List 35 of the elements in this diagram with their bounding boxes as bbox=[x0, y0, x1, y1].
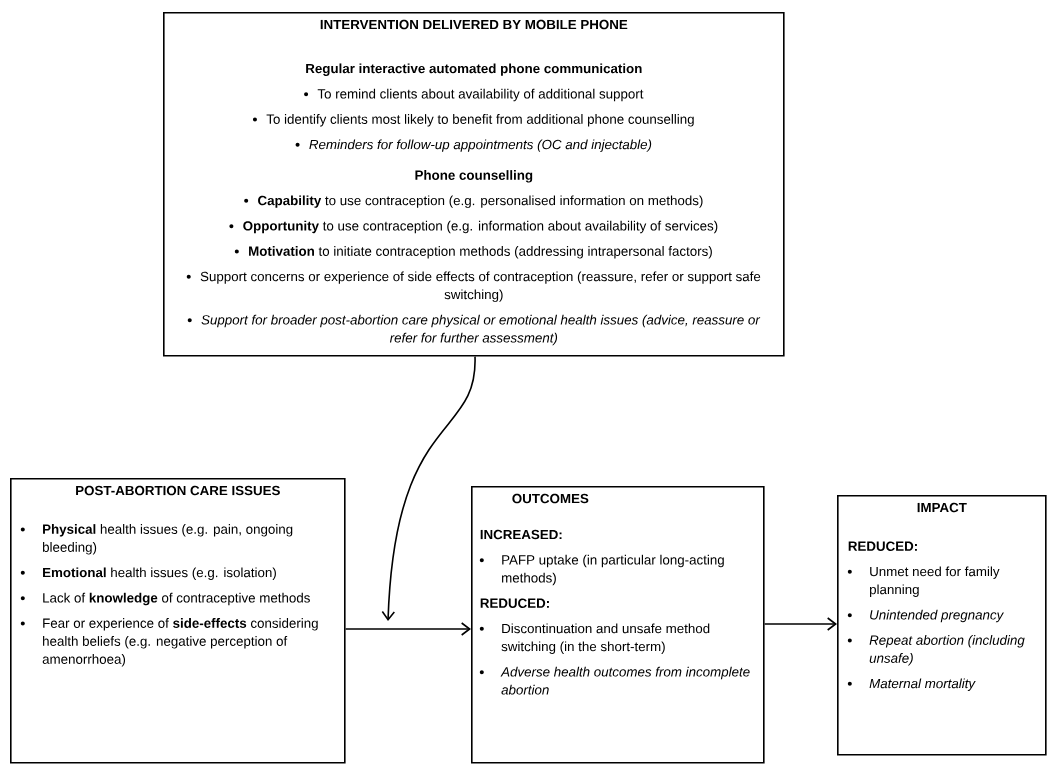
arrow bbox=[381, 355, 476, 621]
bullet-item: Reminders for follow-up appointments (OC and injectable) bbox=[295, 139, 652, 152]
section-heading: REDUCED: bbox=[480, 598, 549, 608]
bullet-item: Physical health issues (e.g. pain, ongoing bleeding) bbox=[20, 524, 293, 555]
bullet-item: Support concerns or experience of side effects of contraception (reassure, refer or support safe switching) bbox=[186, 271, 761, 302]
bullet-item: Support for broader post-abortion care physical or emotional health issues (advice, reassure or refer for further assessment) bbox=[187, 314, 761, 346]
outcomes-box bbox=[471, 486, 765, 764]
arrow bbox=[344, 622, 471, 636]
bullet-item: Lack of knowledge of contraceptive methods bbox=[20, 592, 310, 606]
box-heading: OUTCOMES bbox=[512, 493, 589, 504]
bullet-item: Capability to use contraception (e.g. personalised information on methods) bbox=[244, 195, 703, 208]
bullet-item: Unintended pregnancy bbox=[847, 609, 1004, 623]
arrow bbox=[763, 617, 837, 631]
box-heading: POST-ABORTION CARE ISSUES bbox=[76, 485, 280, 496]
bullet-item: Emotional health issues (e.g. isolation) bbox=[20, 567, 276, 580]
bullet-item: Fear or experience of side-effects considering health beliefs (e.g. negative perception of amenorrhoea) bbox=[20, 618, 318, 667]
box-heading: INTERVENTION DELIVERED BY MOBILE PHONE bbox=[320, 19, 628, 30]
bullet-item: Unmet need for family planning bbox=[847, 566, 1000, 597]
bullet-item: Motivation to initiate contraception methods (addressing intrapersonal factors) bbox=[234, 246, 712, 259]
section-heading: Regular interactive automated phone communication bbox=[306, 63, 642, 76]
bullet-item: Discontinuation and unsafe method switching (in the short-term) bbox=[479, 623, 710, 654]
bullet-item: To identify clients most likely to benefit from additional phone counselling bbox=[252, 114, 694, 127]
bullet-item: PAFP uptake (in particular long-acting methods) bbox=[479, 554, 724, 586]
section-heading: INCREASED: bbox=[480, 529, 562, 540]
intervention-box bbox=[163, 12, 785, 357]
bullet-item: Opportunity to use contraception (e.g. information about availability of services) bbox=[229, 220, 718, 234]
issues-box bbox=[10, 478, 346, 764]
bullet-item: Maternal mortality bbox=[847, 678, 976, 691]
bullet-item: Adverse health outcomes from incomplete abortion bbox=[479, 666, 750, 695]
bullet-item: To remind clients about availability of additional support bbox=[304, 88, 644, 102]
bullet-item: Repeat abortion (including unsafe) bbox=[847, 635, 1025, 666]
box-heading: IMPACT bbox=[917, 502, 967, 513]
section-heading: Phone counselling bbox=[415, 170, 533, 183]
impact-box bbox=[837, 495, 1047, 756]
section-heading: REDUCED: bbox=[848, 541, 917, 551]
